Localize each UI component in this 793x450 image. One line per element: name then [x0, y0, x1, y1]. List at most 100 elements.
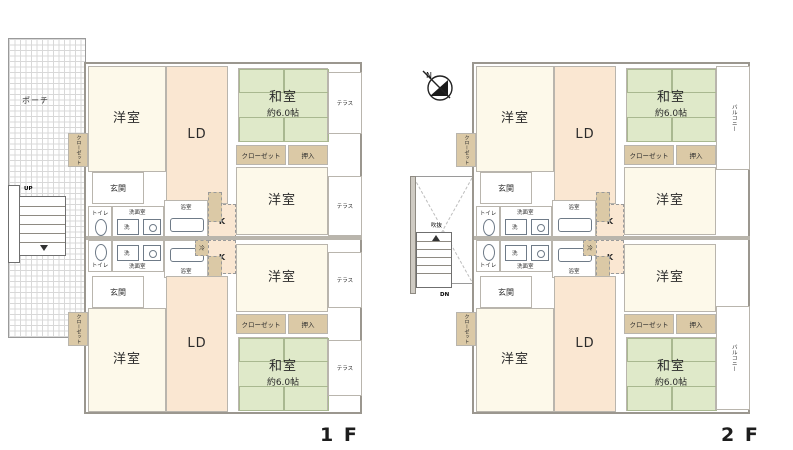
room-entrance-1f-l: 玄関: [92, 276, 144, 308]
fridge-label: 冷: [587, 246, 593, 252]
washer-label: 洗: [124, 251, 130, 257]
balcony-label: バルコニー: [730, 104, 737, 132]
washroom-2f-u: 洗面室 洗: [500, 206, 552, 238]
stair-dn-label: DN: [440, 292, 450, 298]
room-label: 洋室: [655, 269, 684, 285]
room-label: 和室: [656, 89, 685, 105]
terrace-1f-l-bot: テラス: [328, 340, 362, 396]
closet-2f-l: クローゼット: [624, 314, 674, 334]
stair-landing: [8, 185, 20, 263]
closet-2f-u-vert: クローゼット: [456, 133, 476, 167]
porch-label: ポーチ: [22, 96, 49, 105]
terrace-label: テラス: [336, 101, 354, 107]
washroom-label: 洗面室: [517, 264, 534, 270]
toilet-label: トイレ: [91, 211, 109, 217]
terrace-label: テラス: [336, 278, 354, 284]
terrace-label: テラス: [336, 366, 354, 372]
room-size: 約6.0帖: [654, 109, 688, 120]
floor-caption-2f: 2 F: [721, 424, 760, 446]
bath-label: 浴室: [568, 269, 580, 275]
room-western-1f-l-right: 洋室: [236, 244, 328, 312]
oshiire-label: 押入: [301, 321, 315, 329]
floor-plan-1f: ポーチ UP 洋室 クローゼット 玄関 LD: [0, 0, 396, 450]
room-label: LD: [575, 126, 595, 142]
room-ld-1f-u: LD: [166, 66, 228, 204]
bath-1f-l: 浴室: [164, 240, 208, 278]
closet-label: クローゼット: [241, 152, 281, 160]
unit-divider-2f: [474, 236, 750, 240]
closet-label: クローゼット: [629, 152, 669, 160]
fridge-2f-l: 冷: [583, 240, 597, 256]
closet-label: クローゼット: [75, 314, 82, 344]
room-label: 玄関: [110, 287, 126, 297]
fridge-label: 冷: [199, 246, 205, 252]
floor-plan-2f: N 吹抜 DN 洋室 クローゼット: [396, 0, 793, 450]
room-label: 洋室: [112, 351, 141, 367]
room-label: LD: [575, 335, 595, 351]
closet-1f-u-vert: クローゼット: [68, 133, 88, 167]
room-tatami-1f-l: 和室 約6.0帖: [238, 337, 329, 411]
room-western-1f-u-right: 洋室: [236, 167, 328, 235]
room-western-2f-u-right: 洋室: [624, 167, 716, 235]
room-western-2f-l-left: 洋室: [476, 308, 554, 412]
room-western-2f-l-right: 洋室: [624, 244, 716, 312]
washroom-label: 洗面室: [129, 210, 146, 216]
toilet-label: トイレ: [479, 263, 497, 269]
room-entrance-1f-u: 玄関: [92, 172, 144, 204]
oshiire-2f-l: 押入: [676, 314, 716, 334]
balcony-label: バルコニー: [730, 344, 737, 372]
balcony-2f-l: バルコニー: [716, 306, 750, 410]
stair-up-label: UP: [24, 186, 33, 192]
toilet-label: トイレ: [479, 211, 497, 217]
room-label: 玄関: [110, 183, 126, 193]
exterior-stair-1f: [18, 196, 66, 256]
room-ld-2f-u: LD: [554, 66, 616, 204]
washroom-1f-u: 洗面室 洗: [112, 206, 164, 238]
closet-1f-l-vert: クローゼット: [68, 312, 88, 346]
washer-label: 洗: [512, 225, 518, 231]
room-entrance-2f-l: 玄関: [480, 276, 532, 308]
room-size: 約6.0帖: [266, 378, 300, 389]
room-label: 和室: [268, 358, 297, 374]
compass-icon: N: [418, 66, 453, 101]
kitchen-counter-1f-u: [208, 192, 222, 222]
room-ld-2f-l: LD: [554, 276, 616, 412]
room-western-1f-l-left: 洋室: [88, 308, 166, 412]
room-label: 洋室: [267, 269, 296, 285]
room-label: 洋室: [267, 192, 296, 208]
room-tatami-2f-l: 和室 約6.0帖: [626, 337, 717, 411]
room-label: 玄関: [498, 183, 514, 193]
washroom-label: 洗面室: [517, 210, 534, 216]
terrace-1f-u-top: テラス: [328, 72, 362, 134]
oshiire-label: 押入: [689, 321, 703, 329]
washroom-label: 洗面室: [129, 264, 146, 270]
svg-text:N: N: [426, 71, 432, 80]
room-western-2f-u-left: 洋室: [476, 66, 554, 172]
bath-1f-u: 浴室: [164, 200, 208, 238]
stair-2f: [416, 232, 452, 288]
room-label: 洋室: [112, 110, 141, 126]
room-western-1f-u-left: 洋室: [88, 66, 166, 172]
closet-label: クローゼット: [463, 135, 470, 165]
room-tatami-1f-u: 和室 約6.0帖: [238, 68, 329, 142]
washer-label: 洗: [124, 225, 130, 231]
bath-label: 浴室: [180, 269, 192, 275]
terrace-label: テラス: [336, 204, 354, 210]
room-tatami-2f-u: 和室 約6.0帖: [626, 68, 717, 142]
room-label: 和室: [656, 358, 685, 374]
room-label: 洋室: [655, 192, 684, 208]
room-label: LD: [187, 335, 207, 351]
closet-label: クローゼット: [75, 135, 82, 165]
kitchen-counter-2f-u: [596, 192, 610, 222]
closet-1f-u: クローゼット: [236, 145, 286, 165]
oshiire-label: 押入: [301, 152, 315, 160]
room-size: 約6.0帖: [654, 378, 688, 389]
toilet-1f-l: トイレ: [88, 240, 112, 272]
bath-label: 浴室: [180, 205, 192, 211]
closet-label: クローゼット: [629, 321, 669, 329]
closet-2f-u: クローゼット: [624, 145, 674, 165]
room-label: 洋室: [500, 110, 529, 126]
closet-1f-l: クローゼット: [236, 314, 286, 334]
room-size: 約6.0帖: [266, 109, 300, 120]
room-label: 洋室: [500, 351, 529, 367]
